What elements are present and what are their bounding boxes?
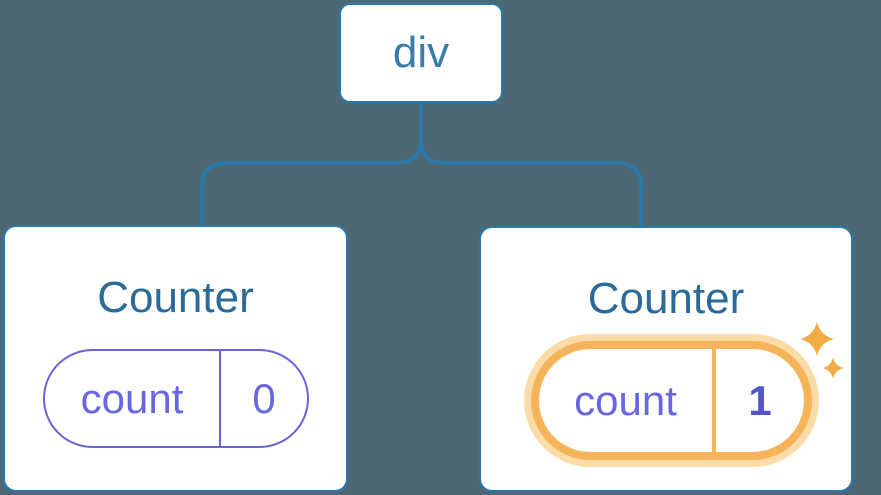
state-key: count (45, 351, 221, 446)
sparkle-small (822, 357, 844, 379)
counter-title: Counter (97, 273, 254, 322)
sparkle-large (800, 322, 834, 356)
counter-title: Counter (587, 274, 745, 323)
state-pill: count 0 (43, 349, 309, 448)
state-value: 1 (748, 376, 772, 424)
connector-path (200, 104, 643, 227)
counter-card-right: Counter count 1 (479, 226, 853, 492)
state-value: 0 (252, 374, 276, 422)
state-key: count (539, 349, 716, 452)
counter-card-left: Counter count 0 (3, 225, 348, 492)
state-pill-highlighted: count 1 (531, 341, 812, 460)
sparkles-icon (800, 322, 844, 379)
root-node-label: div (392, 28, 450, 77)
root-node-div: div (339, 3, 503, 103)
